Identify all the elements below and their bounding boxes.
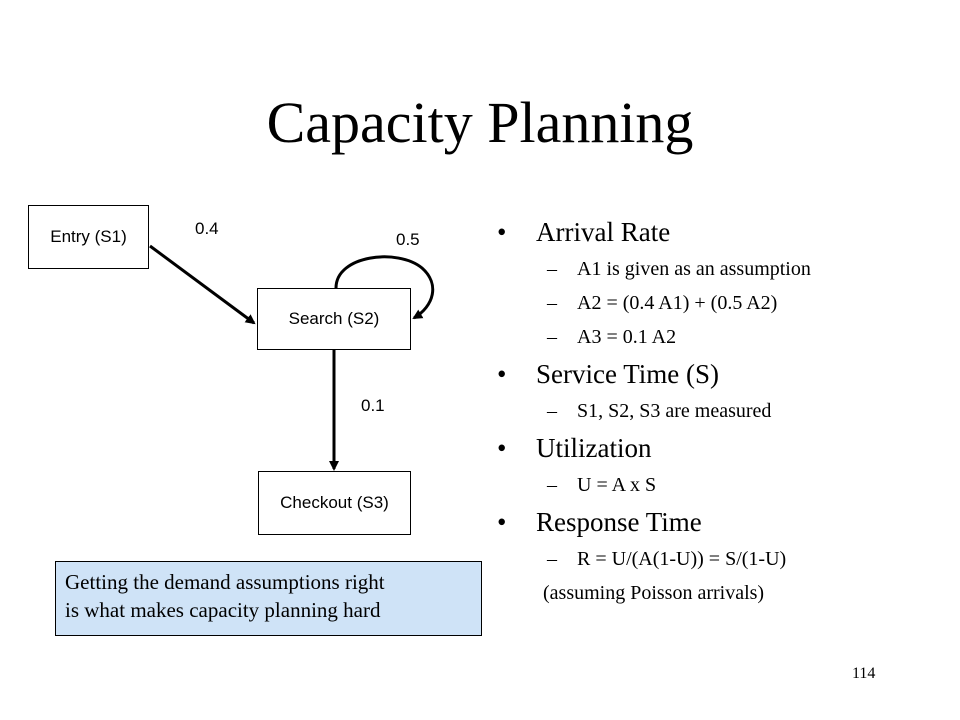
callout-line-1: Getting the demand assumptions right <box>65 570 385 594</box>
dash-marker: – <box>547 292 557 314</box>
bullet-text: Response Time <box>536 507 702 537</box>
sub-bullet: – A3 = 0.1 A2 <box>497 320 937 354</box>
bullet-list: • Arrival Rate – A1 is given as an assum… <box>497 212 937 610</box>
response-time-note: (assuming Poisson arrivals) <box>543 582 765 604</box>
callout-line-2: is what makes capacity planning hard <box>65 598 381 622</box>
dash-marker: – <box>547 400 557 422</box>
edge-label-s1-s2: 0.4 <box>195 219 219 238</box>
bullet-marker: • <box>497 359 507 389</box>
sub-bullet-text: S1, S2, S3 are measured <box>577 400 772 422</box>
bullet-marker: • <box>497 507 507 537</box>
sub-bullet: – A2 = (0.4 A1) + (0.5 A2) <box>497 286 937 320</box>
bullet-text: Utilization <box>536 433 652 463</box>
sub-bullet: – S1, S2, S3 are measured <box>497 394 937 428</box>
node-entry-s1: Entry (S1) <box>28 205 149 269</box>
bullet-arrival-rate: • Arrival Rate <box>497 212 937 252</box>
edge-label-s2-loop: 0.5 <box>396 230 420 249</box>
bullet-text: Arrival Rate <box>536 217 671 247</box>
sub-bullet: – R = U/(A(1-U)) = S/(1-U) <box>497 542 937 576</box>
bullet-marker: • <box>497 433 507 463</box>
sub-bullet-text: A2 = (0.4 A1) + (0.5 A2) <box>577 292 778 314</box>
edge-s1-to-s2-arrow <box>149 244 256 325</box>
bullet-text: Service Time (S) <box>536 359 720 389</box>
sub-bullet: – A1 is given as an assumption <box>497 252 937 286</box>
page-number: 114 <box>852 665 876 682</box>
bullet-marker: • <box>497 217 507 247</box>
sub-bullet-text: A3 = 0.1 A2 <box>577 326 677 348</box>
sub-bullet-text: A1 is given as an assumption <box>577 258 811 280</box>
edge-label-s2-s3: 0.1 <box>361 396 385 415</box>
bullet-service-time: • Service Time (S) <box>497 354 937 394</box>
sub-bullet-text: U = A x S <box>577 474 657 496</box>
node-checkout-s3: Checkout (S3) <box>258 471 411 535</box>
slide-title: Capacity Planning <box>266 90 694 155</box>
sub-bullet-text: R = U/(A(1-U)) = S/(1-U) <box>577 548 787 570</box>
sub-bullet: – U = A x S <box>497 468 937 502</box>
dash-marker: – <box>547 326 557 348</box>
bullet-response-time: • Response Time <box>497 502 937 542</box>
dash-marker: – <box>547 258 557 280</box>
dash-marker: – <box>547 548 557 570</box>
callout-note: Getting the demand assumptions right is … <box>55 561 482 636</box>
bullet-utilization: • Utilization <box>497 428 937 468</box>
dash-marker: – <box>547 474 557 496</box>
node-search-s2: Search (S2) <box>257 288 411 350</box>
